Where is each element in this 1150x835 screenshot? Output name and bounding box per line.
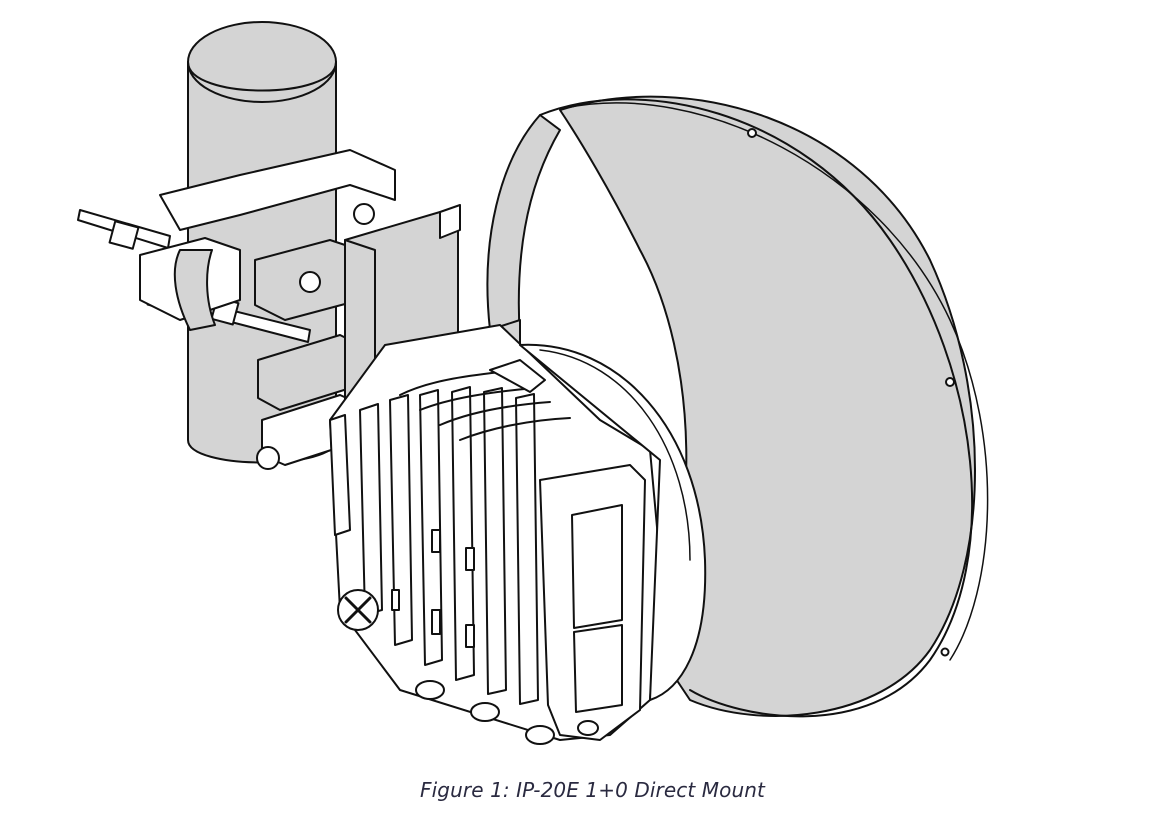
figure-caption: Figure 1: IP-20E 1+0 Direct Mount <box>420 778 765 802</box>
pole-clamp-bracket <box>77 149 396 470</box>
antenna-dish <box>486 95 989 718</box>
direct-mount-drawing <box>77 21 989 745</box>
radio-unit <box>329 324 707 745</box>
